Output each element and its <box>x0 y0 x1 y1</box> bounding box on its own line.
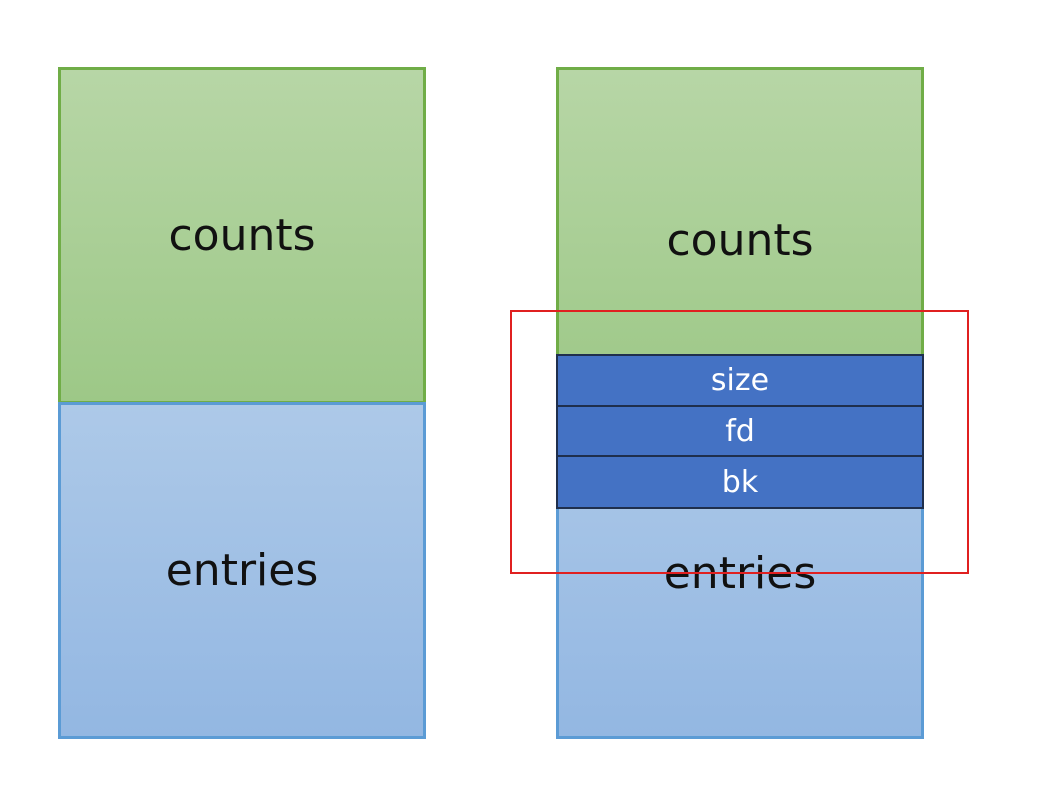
field-fd-label: fd <box>725 413 755 449</box>
field-size: size <box>556 354 924 407</box>
field-size-label: size <box>710 363 770 398</box>
left-counts-block: counts <box>58 67 426 404</box>
left-counts-label: counts <box>168 210 316 261</box>
field-fd: fd <box>556 405 924 457</box>
highlight-box <box>510 310 969 574</box>
field-bk-label: bk <box>721 464 759 500</box>
right-counts-block: counts <box>556 67 924 404</box>
right-counts-label: counts <box>666 215 814 266</box>
field-bk: bk <box>556 455 924 509</box>
left-entries-block: entries <box>58 402 426 739</box>
left-entries-label: entries <box>165 545 319 596</box>
